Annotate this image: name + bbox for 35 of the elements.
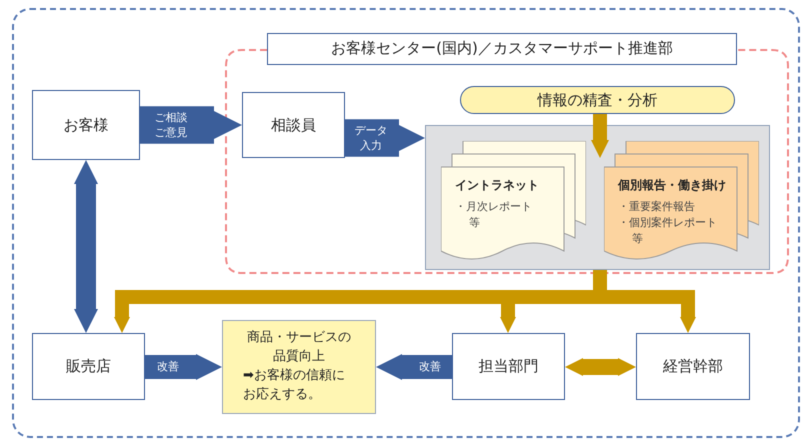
document-title: イントラネット [455,177,540,194]
list-item: 等 [631,231,644,247]
node-label: 情報の精査・分析 [538,90,658,110]
arrow [140,106,242,144]
edge-label: 改善 [156,359,180,374]
node-label: 販売店 [66,357,111,376]
process-box [32,90,140,160]
list-item: 等 [468,215,481,231]
process-box [242,92,345,158]
list-item: ・月次レポート [455,199,533,215]
result-note: ➡お客様の信頼にお応えする。 [243,367,346,404]
report-panel [425,125,770,270]
node-label: 経営幹部 [663,357,723,376]
arrow [565,358,636,376]
node-label: お客様 [64,116,108,134]
edge-label: データ入力 [354,123,388,153]
heading-box: お客様センター(国内)／カスタマーサポート推進部 [267,33,737,65]
arrow [74,160,98,333]
result-title: 商品・サービスの品質向上 [247,329,351,366]
arrow [591,114,609,158]
result-box [222,320,376,414]
process-pill [460,86,735,114]
process-box [32,333,145,400]
arrow [376,354,452,380]
edge-label: 改善 [418,359,442,374]
document-title: 個別報告・働き掛け [618,177,727,194]
edge-label: ご相談ご意見 [154,110,188,140]
list-item: ・重要案件報告 [618,199,696,215]
dashed-region [225,33,790,275]
node-label: 相談員 [271,116,316,134]
process-box [636,333,750,400]
list-item: ・個別案件レポート [618,215,718,231]
arrow [145,354,222,380]
node-label: 担当部門 [478,357,538,376]
process-box [452,333,565,400]
